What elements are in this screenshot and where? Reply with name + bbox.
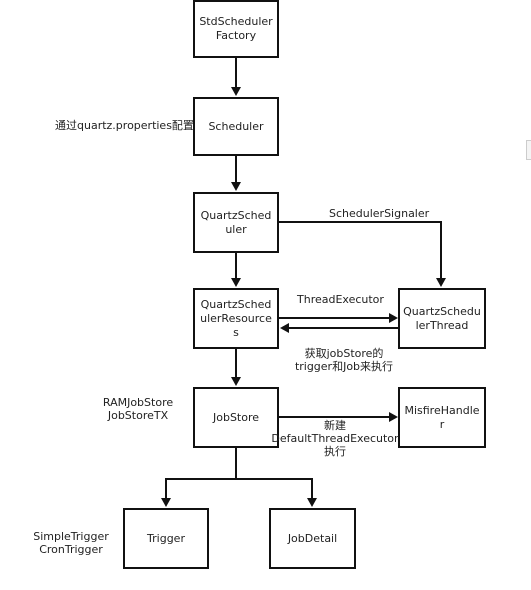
label-execute: 执行 — [324, 445, 346, 458]
arrowhead — [231, 278, 241, 287]
label-crontrigger: CronTrigger — [39, 543, 103, 556]
arrowhead — [280, 323, 289, 333]
node-misfire-handler: MisfireHandler — [398, 387, 486, 448]
node-jobdetail: JobDetail — [269, 508, 356, 569]
node-trigger: Trigger — [123, 508, 209, 569]
label-config-note: 通过quartz.properties配置 — [55, 119, 194, 132]
edge-to-trigger — [165, 478, 236, 499]
node-jobstore: JobStore — [193, 387, 279, 448]
node-quartz-scheduler-resources: QuartzSchedulerResources — [193, 288, 279, 349]
label-simpletrigger: SimpleTrigger — [33, 530, 109, 543]
arrowhead — [231, 182, 241, 191]
label-default-thread-executor: DefaultThreadExecutor — [271, 432, 399, 445]
label-ramjobstore: RAMJobStore — [102, 396, 174, 409]
label-scheduler-signaler: SchedulerSignaler — [329, 207, 430, 220]
node-scheduler: Scheduler — [193, 97, 279, 156]
label-jobstoretx: JobStoreTX — [107, 409, 169, 422]
arrowhead — [307, 498, 317, 507]
arrowhead — [389, 313, 398, 323]
scrollbar-fragment — [526, 140, 531, 160]
label-thread-executor: ThreadExecutor — [297, 293, 384, 306]
label-jobstore-impls: RAMJobStore JobStoreTX — [97, 396, 179, 422]
label-get-jobstore: 获取jobStore的 trigger和Job来执行 — [289, 347, 399, 373]
arrowhead — [389, 412, 398, 422]
node-quartz-scheduler-thread: QuartzSchedulerThread — [398, 288, 486, 349]
arrowhead — [436, 278, 446, 287]
label-trigger-impls: SimpleTrigger CronTrigger — [30, 530, 112, 556]
edge-signaler — [279, 221, 442, 279]
label-get-jobstore-line1: 获取jobStore的 — [304, 347, 384, 360]
arrowhead — [231, 87, 241, 96]
node-quartz-scheduler: QuartzScheduler — [193, 192, 279, 253]
edge-to-jobdetail — [236, 478, 313, 499]
label-new: 新建 — [324, 419, 346, 432]
label-new-executor: 新建 DefaultThreadExecutor 执行 — [271, 419, 399, 458]
arrowhead — [231, 377, 241, 386]
label-get-jobstore-line2: trigger和Job来执行 — [294, 360, 394, 373]
node-std-scheduler-factory: StdSchedulerFactory — [193, 0, 279, 58]
arrowhead — [161, 498, 171, 507]
